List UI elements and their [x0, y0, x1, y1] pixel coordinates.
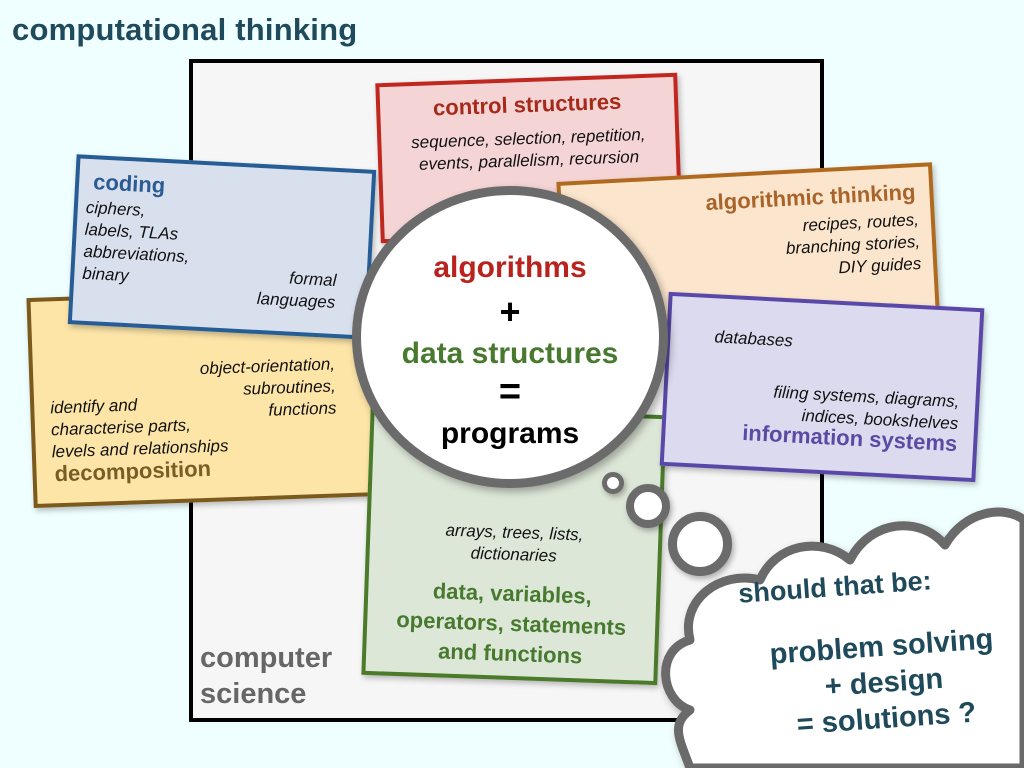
coding-text-right: formal languages — [256, 268, 337, 312]
data-heading: data, variables, operators, statements a… — [395, 578, 627, 669]
cloud-answer: problem solving + design = solutions ? — [768, 623, 995, 742]
coding-box: coding ciphers, labels, TLAs abbreviatio… — [67, 154, 377, 340]
thought-dot-large — [668, 512, 732, 576]
bubble-data-structures: data structures — [401, 337, 619, 370]
bubble-plus-sign: + — [499, 291, 521, 332]
bubble-algorithms: algorithms — [433, 251, 587, 284]
diagram-title: computational thinking — [12, 12, 358, 47]
decomposition-heading: decomposition — [54, 455, 212, 487]
bubble-programs: programs — [440, 417, 580, 450]
coding-text-left: ciphers, labels, TLAs abbreviations, bin… — [81, 197, 190, 286]
data-text: arrays, trees, lists, dictionaries — [445, 520, 584, 566]
thought-dot-small — [602, 472, 624, 494]
information-systems-box: databases filing systems, diagrams, indi… — [659, 291, 985, 483]
central-thought-bubble: algorithms + data structures = programs — [352, 186, 668, 488]
control-structures-text: sequence, selection, repetition, events,… — [410, 124, 646, 174]
control-structures-heading: control structures — [432, 88, 622, 121]
thought-cloud-shape — [661, 507, 1024, 768]
coding-heading: coding — [92, 169, 166, 198]
thought-dot-medium — [626, 484, 670, 528]
computer-science-label: computer science — [200, 642, 333, 710]
algorithmic-thinking-text: recipes, routes, branching stories, DIY … — [785, 210, 922, 278]
information-systems-text-top: databases — [713, 327, 794, 351]
bubble-equals-sign: = — [498, 371, 522, 413]
decomposition-text-left: identify and characterise parts, levels … — [49, 395, 229, 462]
